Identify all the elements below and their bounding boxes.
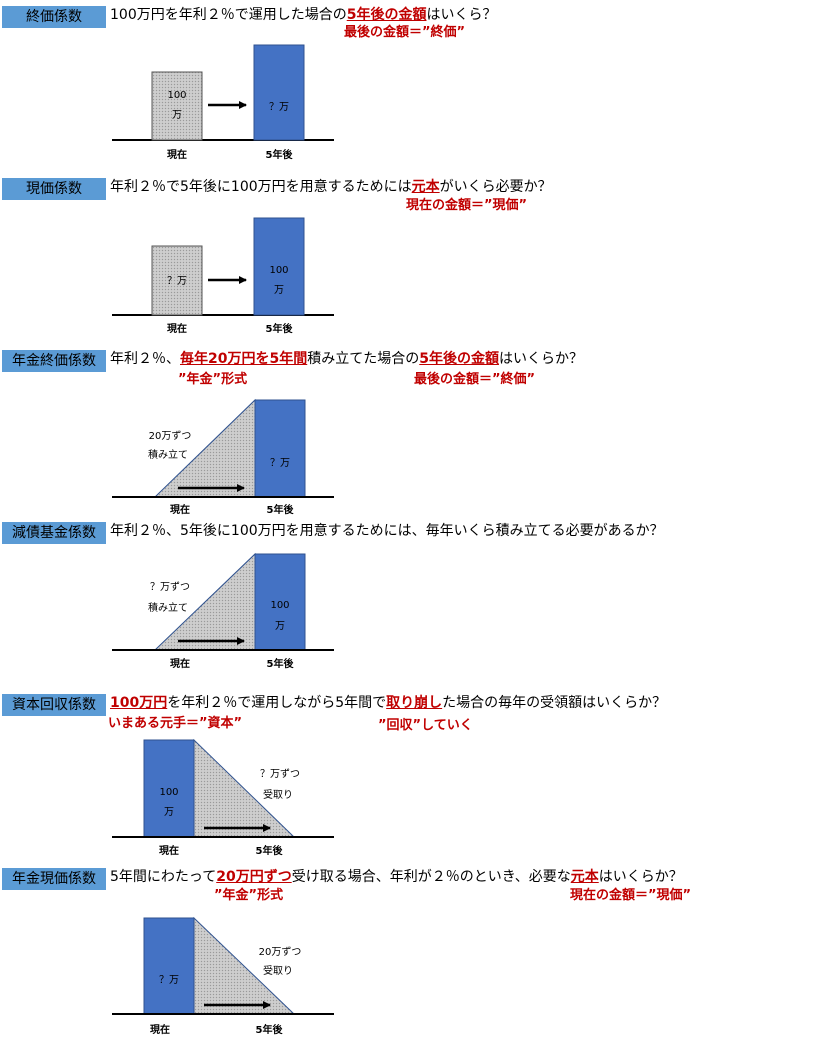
x-label-future: 5年後 (267, 503, 295, 516)
diagram: ？万ずつ 積み立て 100 万 現在 5年後 (112, 552, 334, 670)
x-label-present: 現在 (170, 657, 190, 670)
diagram: 100 万 ？万ずつ 受取り 現在 5年後 (112, 738, 334, 857)
section-gensai-kikin: 減債基金係数 年利２％、5年後に100万円を用意するためには、毎年いくら積み立て… (0, 516, 824, 688)
diagram: ？万 20万ずつ 受取り 現在 5年後 (112, 916, 334, 1036)
bar-label: ？万 (159, 975, 179, 986)
bar-label-unit: 万 (275, 621, 285, 632)
section-shihon-kaishu: 資本回収係数 100万円を年利２％で運用しながら5年間で取り崩した場合の毎年の受… (0, 688, 824, 860)
present-value-bar (151, 245, 203, 316)
diagram: ？万 100 万 現在 5年後 (112, 217, 334, 335)
section-label: 年金終価係数 (2, 350, 106, 372)
accumulation-triangle (153, 552, 256, 651)
present-value-bar (151, 71, 203, 141)
x-label-future: 5年後 (266, 148, 294, 161)
future-value-bar (253, 44, 305, 141)
triangle-label: ？万ずつ (260, 768, 300, 780)
x-label-future: 5年後 (256, 1023, 284, 1036)
triangle-label: ？万ずつ (150, 581, 190, 593)
bar-label-unit: 万 (274, 285, 284, 296)
x-label-future: 5年後 (267, 657, 295, 670)
question-text: 年利２％、5年後に100万円を用意するためには、毎年いくら積み立てる必要があるか… (110, 523, 664, 539)
bar-label: ？万 (270, 458, 290, 469)
bar-label-unit: 万 (172, 110, 182, 121)
question-text: 100万円を年利２％で運用しながら5年間で取り崩した場合の毎年の受領額はいくらか… (110, 695, 667, 711)
future-value-bar (254, 553, 306, 651)
bar-label: 100 (167, 90, 186, 101)
section-label: 終価係数 (2, 6, 106, 28)
question-text: 年利２％で5年後に100万円を用意するためには元本がいくら必要か？ (110, 179, 552, 195)
note-red: ”年金”形式 (178, 372, 248, 387)
triangle-label: 受取り (263, 789, 293, 801)
triangle-label: 積み立て (148, 448, 188, 461)
section-nenkin-shuka: 年金終価係数 年利２％、毎年20万円を5年間積み立てた場合の5年後の金額はいくら… (0, 344, 824, 516)
section-genka: 現価係数 年利２％で5年後に100万円を用意するためには元本がいくら必要か？ 現… (0, 172, 824, 344)
triangle-label: 受取り (263, 965, 293, 977)
future-value-bar (254, 399, 306, 498)
section-label: 現価係数 (2, 178, 106, 200)
present-value-bar (143, 917, 195, 1015)
withdrawal-triangle (193, 738, 296, 838)
x-label-present: 現在 (170, 503, 190, 516)
bar-label: ？万 (269, 102, 289, 113)
note-red: いまある元手＝”資本” (108, 716, 243, 731)
accumulation-triangle (153, 398, 256, 498)
x-label-future: 5年後 (256, 844, 284, 857)
x-label-future: 5年後 (266, 322, 294, 335)
capital-bar (143, 739, 195, 838)
bar-label: 100 (159, 787, 178, 798)
triangle-label: 20万ずつ (259, 946, 302, 958)
diagram: 100 万 ？万 現在 5年後 (112, 44, 334, 161)
note-red: ”回収”していく (378, 718, 473, 733)
note-red: ”年金”形式 (214, 888, 284, 903)
bar-label-unit: 万 (164, 807, 174, 818)
x-label-present: 現在 (167, 148, 187, 161)
question-text: 年利２％、毎年20万円を5年間積み立てた場合の5年後の金額はいくらか？ (110, 351, 583, 367)
question-text: 100万円を年利２％で運用した場合の5年後の金額はいくら？ (110, 7, 497, 23)
bar-label: 100 (269, 265, 288, 276)
triangle-label: 積み立て (148, 601, 188, 614)
question-text: 5年間にわたって20万円ずつ受け取る場合、年利が２％のといき、必要な元本はいくら… (110, 869, 683, 885)
bar-label: ？万 (167, 276, 187, 287)
note-red: 現在の金額＝”現価” (570, 888, 692, 903)
bar-label: 100 (270, 600, 289, 611)
note-red: 最後の金額＝”終価” (414, 372, 536, 387)
section-label: 資本回収係数 (2, 694, 106, 716)
diagram: 20万ずつ 積み立て ？万 現在 5年後 (112, 398, 334, 516)
section-nenkin-genka: 年金現価係数 5年間にわたって20万円ずつ受け取る場合、年利が２％のといき、必要… (0, 862, 824, 1036)
triangle-label: 20万ずつ (149, 430, 192, 442)
x-label-present: 現在 (167, 322, 187, 335)
x-label-present: 現在 (159, 844, 179, 857)
future-value-bar (253, 217, 305, 316)
section-label: 年金現価係数 (2, 868, 106, 890)
note-red: 現在の金額＝”現価” (406, 198, 528, 213)
note-red: 最後の金額＝”終価” (344, 25, 466, 40)
section-label: 減債基金係数 (2, 522, 106, 544)
section-shuka: 終価係数 100万円を年利２％で運用した場合の5年後の金額はいくら？ 最後の金額… (0, 0, 824, 172)
x-label-present: 現在 (150, 1023, 170, 1036)
